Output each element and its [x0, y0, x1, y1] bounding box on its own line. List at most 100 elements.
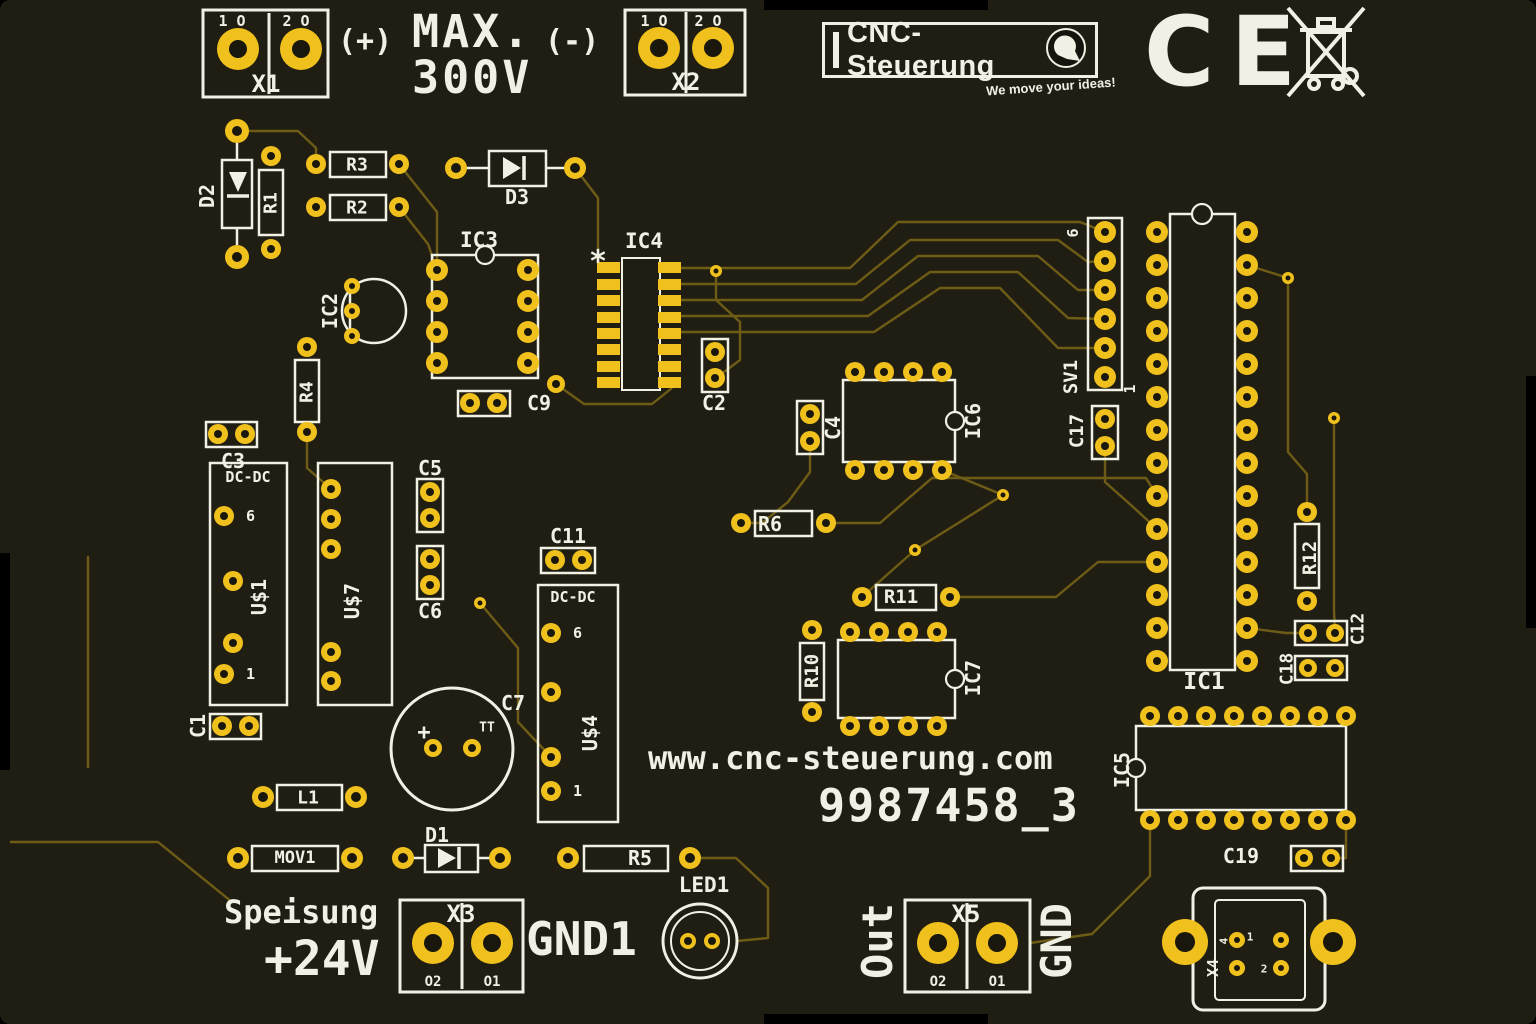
- pad-hole: [547, 787, 555, 795]
- silk-label-6: 6: [246, 507, 255, 525]
- silk-label-*: *: [589, 245, 607, 280]
- r12-body: [1293, 522, 1321, 590]
- pad-hole: [909, 466, 917, 474]
- silk-label-C17: C17: [1066, 414, 1088, 448]
- diode-symbol: [229, 172, 247, 192]
- pad-hole: [1153, 426, 1161, 434]
- silk-label-DC-DC: DC-DC: [225, 468, 270, 486]
- silk-circle: [340, 277, 408, 345]
- silk-label-R2: R2: [346, 198, 368, 219]
- pad-hole: [578, 556, 586, 564]
- pad-hole: [704, 39, 722, 57]
- copper-trace: [305, 432, 332, 490]
- pad-hole: [1101, 442, 1109, 450]
- pad-hole: [1243, 525, 1251, 533]
- pad-hole: [1331, 629, 1339, 637]
- pad-hole: [650, 39, 668, 57]
- smd-pad: [658, 262, 681, 273]
- x1-outline: [201, 8, 330, 99]
- copper-trace: [574, 167, 600, 262]
- copper-trace: [680, 238, 1106, 286]
- copper-trace: [1103, 446, 1158, 530]
- pad-hole: [1175, 932, 1195, 952]
- pad-hole: [267, 152, 275, 160]
- pad-hole: [524, 266, 532, 274]
- via-hole: [713, 268, 719, 274]
- silk-label-D2: D2: [195, 184, 219, 208]
- silk-label-C6: C6: [418, 599, 442, 623]
- pad-hole: [1153, 294, 1161, 302]
- silk-label-U1: U$1: [247, 579, 271, 615]
- u4-dcdc-module: [536, 583, 620, 824]
- smd-pad: [597, 328, 620, 339]
- silk-label-C18: C18: [1277, 653, 1298, 686]
- board-part-number: 9987458_3: [818, 779, 1080, 832]
- pad-hole: [303, 428, 311, 436]
- mov1-body: [250, 844, 340, 873]
- pad-hole: [808, 708, 816, 716]
- copper-trace: [950, 560, 1157, 599]
- r5-body: [582, 844, 670, 873]
- pad-hole: [1243, 459, 1251, 467]
- board-cutout: [764, 0, 988, 10]
- pad-hole: [347, 853, 357, 863]
- pad-hole: [1230, 712, 1238, 720]
- pad-hole: [711, 348, 719, 356]
- brand-name: CNC-Steuerung: [846, 17, 995, 82]
- pad-hole: [1258, 712, 1266, 720]
- pad-hole: [468, 744, 476, 752]
- pad-hole: [880, 368, 888, 376]
- silk-label-IC5: IC5: [1110, 752, 1134, 788]
- copper-trace: [861, 468, 1005, 598]
- pad-hole: [483, 934, 501, 952]
- pad-hole: [851, 368, 859, 376]
- smd-pad: [597, 262, 620, 273]
- pad-hole: [1101, 344, 1109, 352]
- pad-hole: [229, 577, 237, 585]
- silk-label-R3: R3: [346, 155, 368, 176]
- pad-hole: [858, 593, 866, 601]
- silk-label-U7: U$7: [340, 583, 364, 619]
- silk-label-R4: R4: [297, 381, 318, 403]
- logo-bar: [833, 32, 839, 68]
- ic-pin1-notch: [1190, 202, 1214, 226]
- pad-hole: [466, 399, 474, 407]
- pad-hole: [938, 368, 946, 376]
- cnc-logo-icon: [1045, 27, 1087, 73]
- max-voltage-label: MAX.: [412, 5, 533, 58]
- silk-label-C19: C19: [1223, 844, 1259, 868]
- silk-label-6: 6: [1064, 228, 1082, 237]
- pad-hole: [904, 722, 912, 730]
- silk-label-R12: R12: [1299, 541, 1321, 575]
- c19-outline: [1289, 844, 1345, 873]
- pad-hole: [851, 466, 859, 474]
- out-label: Out: [853, 903, 902, 979]
- pad-hole: [711, 374, 719, 382]
- copper-trace: [1332, 418, 1337, 634]
- supply-voltage: +24V: [264, 931, 380, 987]
- pad-hole: [1243, 327, 1251, 335]
- copper-trace: [237, 129, 318, 155]
- pad-hole: [1153, 591, 1161, 599]
- pad-hole: [327, 648, 335, 656]
- x4-inner-outline: [1214, 899, 1306, 1001]
- pad-hole: [1153, 261, 1161, 269]
- pad-hole: [312, 160, 320, 168]
- silk-label-U4: U$4: [578, 715, 602, 751]
- pad-hole: [218, 722, 226, 730]
- pad-hole: [1258, 816, 1266, 824]
- pad-hole: [426, 488, 434, 496]
- pad-hole: [1174, 816, 1182, 824]
- pad-hole: [395, 203, 403, 211]
- copper-trace: [479, 602, 552, 758]
- pad-hole: [684, 937, 692, 945]
- pad-hole: [1286, 816, 1294, 824]
- pad-hole: [547, 753, 555, 761]
- pad-hole: [433, 266, 441, 274]
- diode-symbol: [438, 848, 456, 868]
- pad-hole: [1243, 591, 1251, 599]
- pad-hole: [808, 626, 816, 634]
- plus-polarity-label: (+): [338, 24, 393, 59]
- pad-hole: [1243, 624, 1251, 632]
